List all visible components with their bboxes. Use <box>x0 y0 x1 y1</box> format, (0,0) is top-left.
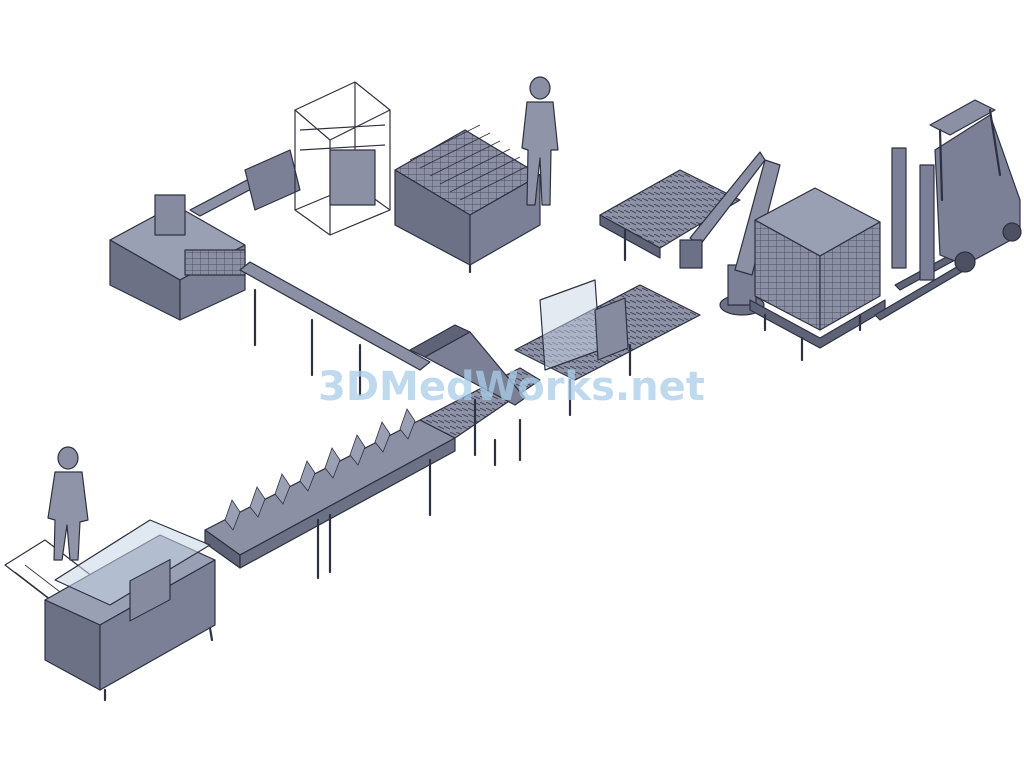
box-erector-machine <box>4 519 216 702</box>
empty-pallet-roller <box>599 169 741 262</box>
case-sealer <box>514 279 701 417</box>
gantry-frame <box>244 81 391 236</box>
bottle-feeding-line <box>109 159 431 397</box>
cross-conveyor-gantry <box>409 324 526 467</box>
operator-top <box>521 76 559 206</box>
loaded-pallet <box>749 187 886 362</box>
palletizing-robot <box>679 151 781 316</box>
operator-left <box>47 446 89 561</box>
main-conveyor <box>204 367 541 580</box>
forklift <box>874 99 1022 321</box>
packing-station <box>394 124 541 274</box>
watermark-text: 3DMedWorks.net <box>318 364 705 410</box>
